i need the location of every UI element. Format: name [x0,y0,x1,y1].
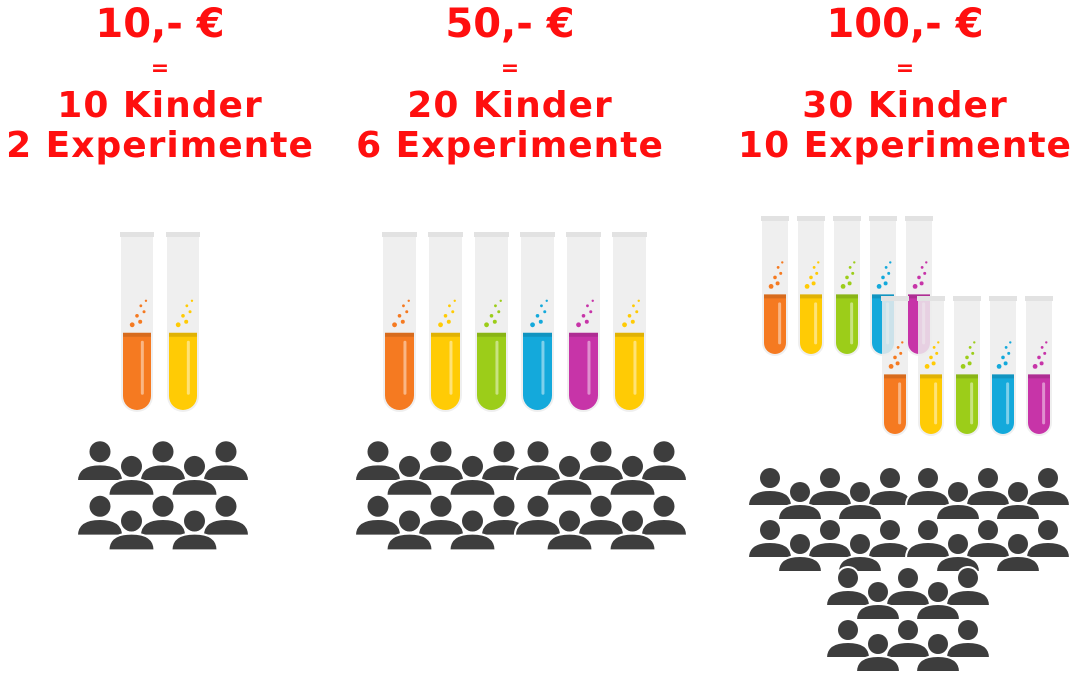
experiment-count: 6 Experimente [356,125,664,166]
person-icon [576,439,626,483]
children-count: 20 Kinder [407,85,613,126]
person-icon [639,439,689,483]
test-tube-icon [520,232,555,413]
tier-price: 10,- € [95,1,225,47]
person-icon [944,566,992,607]
test-tube-icon [989,296,1017,436]
person-icon [353,439,403,483]
person-icon [994,532,1042,573]
test-tube-icon [833,216,861,356]
test-tube-icon [612,232,647,413]
person-icon [866,518,914,559]
experiment-count: 10 Experimente [738,125,1072,166]
test-tube-icon [797,216,825,356]
person-icon [201,493,251,537]
test-tube-icon [166,232,200,412]
test-tube-icon [474,232,509,413]
person-icon [576,493,626,537]
tier-heading: 100,- € = 30 Kinder 10 Experimente [730,4,1080,168]
person-icon [854,632,902,673]
person-icon [884,618,932,659]
person-icon [513,439,563,483]
person-icon [904,466,952,507]
person-icon [746,466,794,507]
person-icon [836,480,884,521]
person-icon [824,566,872,607]
person-icon [914,580,962,621]
person-icon [608,453,657,497]
person-icon [944,618,992,659]
person-icon [639,493,689,537]
person-icon [448,453,497,497]
children-count: 30 Kinder [802,85,1008,126]
person-icon [75,439,125,483]
person-icon [806,518,854,559]
person-icon [1024,518,1072,559]
person-icon [914,632,962,673]
person-icon [416,493,466,537]
tier-heading: 50,- € = 20 Kinder 6 Experimente [350,4,670,168]
person-icon [138,493,188,537]
person-icon [776,532,824,573]
person-icon [353,493,403,537]
person-icon [824,618,872,659]
person-icon [138,439,188,483]
tier-price: 100,- € [826,1,984,47]
person-icon [479,439,529,483]
experiment-count: 2 Experimente [6,125,314,166]
person-icon [201,439,251,483]
person-icon [385,508,434,552]
person-icon [866,466,914,507]
children-count: 10 Kinder [57,85,263,126]
tier-100-euro: 100,- € = 30 Kinder 10 Experimente [730,0,1080,675]
person-icon [964,518,1012,559]
person-icon [806,466,854,507]
person-icon [934,480,982,521]
person-icon [904,518,952,559]
person-icon [776,480,824,521]
tier-heading: 10,- € = 10 Kinder 2 Experimente [0,4,320,168]
person-icon [513,493,563,537]
test-tube-icon [761,216,789,356]
test-tube-icon [881,296,909,436]
person-icon [746,518,794,559]
tier-10-euro: 10,- € = 10 Kinder 2 Experimente [0,0,320,675]
person-icon [608,508,657,552]
person-icon [545,508,594,552]
test-tube-icon [428,232,463,413]
test-tube-icon [917,296,945,436]
tier-illustration [746,216,1072,673]
tier-50-euro: 50,- € = 20 Kinder 6 Experimente [350,0,689,675]
person-icon [416,439,466,483]
person-icon [107,453,156,497]
person-icon [884,566,932,607]
person-icon [994,480,1042,521]
person-icon [1024,466,1072,507]
person-icon [75,493,125,537]
test-tube-icon [953,296,981,436]
person-icon [170,453,219,497]
test-tube-icon [382,232,417,413]
equals-sign: = [895,56,915,81]
tier-illustration [75,232,251,552]
tier-illustration [353,232,689,552]
equals-sign: = [500,56,520,81]
equals-sign: = [150,56,170,81]
person-icon [385,453,434,497]
person-icon [170,508,219,552]
person-icon [545,453,594,497]
person-icon [854,580,902,621]
test-tube-icon [566,232,601,413]
test-tube-icon [1025,296,1053,436]
tier-price: 50,- € [445,1,575,47]
person-icon [107,508,156,552]
person-icon [448,508,497,552]
test-tube-icon [120,232,154,412]
person-icon [964,466,1012,507]
